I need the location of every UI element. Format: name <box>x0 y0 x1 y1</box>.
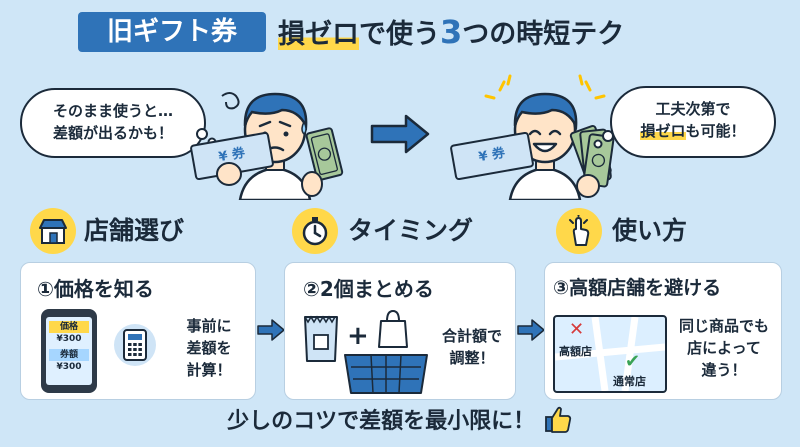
left-speech-bubble: そのまま使うと… 差額が出るかも！ <box>20 88 206 158</box>
step-note-avoid: 同じ商品でも 店によって 違う！ <box>669 315 779 381</box>
phone-screen: 価格 ¥300 券額 ¥300 <box>46 317 92 385</box>
plus-sign: + <box>347 321 369 351</box>
phone-row-label: 券額 <box>49 349 89 361</box>
step-note-bundle: 合計額で 調整！ <box>433 325 511 369</box>
right-bubble-line2: 損ゼロも可能！ <box>624 120 762 142</box>
step-title-price: ①価格を知る <box>37 277 154 301</box>
footer-message: 少しのコツで差額を最小限に！ <box>0 402 800 442</box>
title-number: 3 <box>440 13 463 51</box>
phone-row-value: ¥300 <box>56 334 82 344</box>
map-illustration: ✕ 高額店 ✔ 通常店 <box>553 315 667 393</box>
transition-arrow-icon <box>370 114 430 154</box>
title-part1: で使う <box>359 19 440 50</box>
page-title: 損ゼロで使う3つの時短テク <box>278 10 624 54</box>
step-card-bundle: ②2個まとめる + 合計額で 調整！ <box>284 262 516 400</box>
cross-mark-icon: ✕ <box>569 319 585 340</box>
right-bubble-highlight: 損ゼロ <box>640 122 686 140</box>
check-mark-icon: ✔ <box>625 351 641 372</box>
step-arrow-icon <box>257 319 285 341</box>
map-label-expensive: 高額店 <box>559 345 592 358</box>
right-speech-bubble: 工夫次第で 損ゼロも可能！ <box>610 86 776 158</box>
note-line: 同じ商品でも <box>678 317 769 335</box>
phone-row-value: ¥300 <box>56 362 82 372</box>
right-bubble-rest: も可能！ <box>685 122 746 140</box>
snack-bag-icon <box>304 315 338 362</box>
note-line: 合計額で <box>441 327 502 345</box>
thumbs-up-icon <box>544 406 571 433</box>
calculator-icon <box>114 324 156 366</box>
step-card-price: ①価格を知る 価格 ¥300 券額 ¥300 事前に 差額を 計算！ <box>20 262 256 400</box>
map-label-regular: 通常店 <box>613 375 646 388</box>
note-line: 差額を <box>186 339 232 357</box>
shopping-bag-icon <box>378 309 408 348</box>
basket-icon <box>344 354 428 394</box>
note-line: 調整！ <box>449 349 495 367</box>
map-roads <box>555 317 665 391</box>
phone-icon: 価格 ¥300 券額 ¥300 <box>41 309 97 393</box>
title-part2: つの時短テク <box>462 19 625 50</box>
left-hand-illustration <box>216 162 242 186</box>
footer-text: 少しのコツで差額を最小限に！ <box>227 409 536 434</box>
note-line: 事前に <box>186 317 232 335</box>
phone-row-label: 価格 <box>49 321 89 333</box>
title-highlight: 損ゼロ <box>278 19 359 50</box>
step-card-avoid: ③高額店舗を避ける ✕ 高額店 ✔ 通常店 同じ商品でも 店によって 違う！ <box>544 262 782 400</box>
right-bubble-tail <box>593 130 614 149</box>
ticket-label: ¥ 券 <box>477 145 507 166</box>
note-line: 違う！ <box>701 361 747 379</box>
left-bubble-line2: 差額が出るかも！ <box>52 124 173 142</box>
left-bubble-line1: そのまま使うと… <box>52 102 173 120</box>
tap-hand-icon <box>556 208 602 254</box>
category-label-store: 店舗選び <box>84 216 185 245</box>
note-line: 店によって <box>687 339 761 357</box>
store-icon <box>30 208 76 254</box>
step-note-price: 事前に 差額を 計算！ <box>171 315 247 381</box>
stopwatch-icon <box>292 208 338 254</box>
step-title-avoid: ③高額店舗を避ける <box>553 277 722 299</box>
step-arrow-icon <box>517 319 545 341</box>
right-bubble-line1: 工夫次第で <box>655 100 731 118</box>
note-line: 計算！ <box>186 361 232 379</box>
category-label-usage: 使い方 <box>612 216 688 245</box>
title-tag: 旧ギフト券 <box>78 12 266 52</box>
category-label-timing: タイミング <box>348 216 474 245</box>
step-title-bundle: ②2個まとめる <box>303 277 434 301</box>
